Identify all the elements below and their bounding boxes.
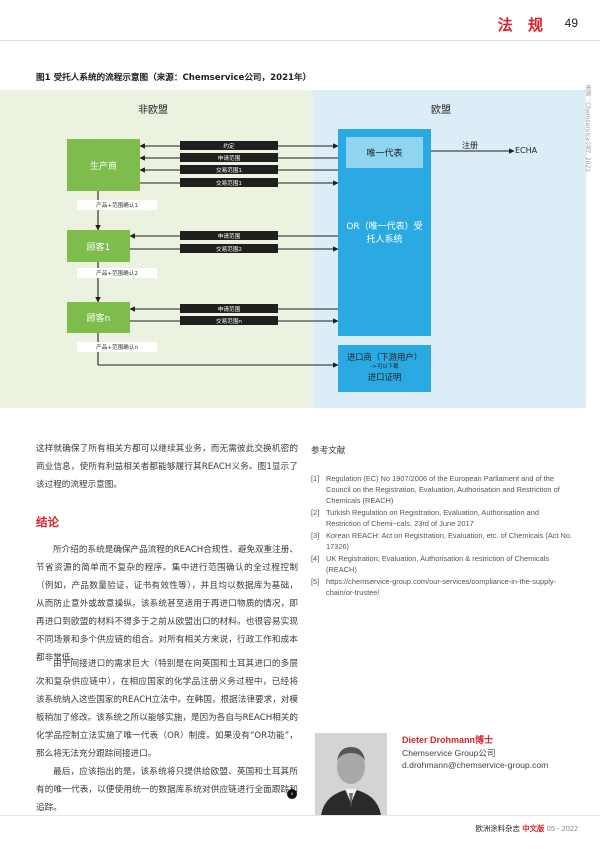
author-portrait-illustration: [315, 733, 387, 815]
region-eu-label: 欧盟: [431, 105, 451, 116]
label-trade-scope-1-a: 交易范围1: [180, 165, 278, 174]
footer: 欧洲涂料杂志 中文版 05 - 2022: [476, 823, 579, 834]
references-title: 参考文献: [311, 446, 346, 456]
header-divider: [0, 40, 600, 41]
reference-text: Regulation (EC) No 1907/2006 of the Euro…: [326, 474, 560, 505]
reference-text: Turkish Regulation on Registration, Eval…: [326, 508, 539, 528]
figure-caption: 图1 受托人系统的流程示意图（来源：Chemservice公司，2021年）: [36, 73, 312, 83]
label-product-confirm-n: 产品+范围确认n: [77, 342, 157, 352]
reference-text: UK Registration, Evaluation, Authorisati…: [326, 554, 550, 574]
label-trade-scope-1-b: 交易范围1: [180, 178, 278, 187]
label-product-confirm-2: 产品+范围确认2: [77, 268, 157, 278]
author-email[interactable]: d.drohmann@chemservice-group.com: [402, 760, 549, 770]
label-request-scope-customern: 申请范围: [180, 304, 278, 313]
only-representative-box: 唯一代表: [346, 137, 423, 168]
end-of-article-icon: ‹: [287, 789, 297, 799]
footer-magazine: 欧洲涂料杂志: [475, 824, 520, 833]
author-name: Dieter Drohmann博士: [402, 735, 494, 745]
label-contract: 约定: [180, 141, 278, 150]
label-request-scope-customer1: 申请范围: [180, 231, 278, 240]
section-title: 法 规: [497, 16, 548, 34]
conclusion-heading: 结论: [36, 515, 59, 529]
footer-edition: 中文版: [522, 824, 545, 833]
importer-note: ->可以下载: [370, 364, 399, 371]
register-label: 注册: [462, 141, 478, 150]
reference-number: [5]: [311, 577, 320, 586]
reference-item: [3] Korean REACH: Act on Registration, E…: [311, 530, 573, 552]
author-photo: [315, 733, 387, 815]
import-proof-label: 进口证明: [367, 372, 402, 383]
reference-number: [2]: [311, 508, 320, 517]
page-number: 49: [564, 16, 578, 30]
reference-item: [1] Regulation (EC) No 1907/2006 of the …: [311, 473, 573, 506]
customer-1-box: 顾客1: [67, 230, 130, 262]
reference-number: [1]: [311, 474, 320, 483]
reference-item: [4] UK Registration, Evaluation, Authori…: [311, 553, 573, 575]
region-non-eu-label: 非欧盟: [138, 105, 168, 116]
producer-box: 生产商: [67, 139, 140, 191]
author-company: Chemservice Group公司: [402, 748, 496, 758]
conclusion-paragraph-2: 由于间接进口的需求巨大（特别是在向英国和土耳其进口的多层次和复杂供应链中），在相…: [36, 659, 298, 759]
importer-box: 进口商（下游用户） ->可以下载 进口证明: [338, 345, 431, 392]
conclusion-paragraph-1: 所介绍的系统是确保产品流程的REACH合规性、避免双重注册、节省资源的简单而不复…: [36, 545, 298, 663]
reference-number: [4]: [311, 554, 320, 563]
reference-text: Korean REACH: Act on Registration, Evalu…: [326, 531, 573, 551]
diagram-connectors: [95, 143, 515, 368]
reference-link[interactable]: https://chemservice-group.com/our-servic…: [326, 577, 557, 597]
label-trade-scope-n: 交易范围n: [180, 316, 278, 325]
label-trade-scope-2: 交易范围2: [180, 244, 278, 253]
footer-divider: [0, 815, 600, 816]
footer-issue: 05 - 2022: [546, 824, 578, 833]
reference-item: [2] Turkish Regulation on Registration, …: [311, 507, 573, 529]
importer-label: 进口商（下游用户）: [346, 352, 423, 362]
echa-label: ECHA: [515, 146, 538, 155]
label-request-scope-producer: 申请范围: [180, 153, 278, 162]
or-system-label: OR（唯一代表）受托人系统: [346, 222, 423, 246]
reference-number: [3]: [311, 531, 320, 540]
conclusion-paragraph-3: 最后，应该指出的是，该系统将只提供给欧盟、英国和土耳其所有的唯一代表，以便使用统…: [36, 767, 298, 813]
label-product-confirm-1: 产品+范围确认1: [77, 200, 157, 210]
reference-item: [5] https://chemservice-group.com/our-se…: [311, 576, 573, 598]
customer-n-box: 顾客n: [67, 302, 130, 333]
figure-source-side: 来源：Chemservice公司, 2021: [584, 84, 591, 173]
intro-paragraph: 这样就确保了所有相关方都可以继续其业务，而无需彼此交换机密的商业信息，使所有利益…: [36, 444, 298, 490]
